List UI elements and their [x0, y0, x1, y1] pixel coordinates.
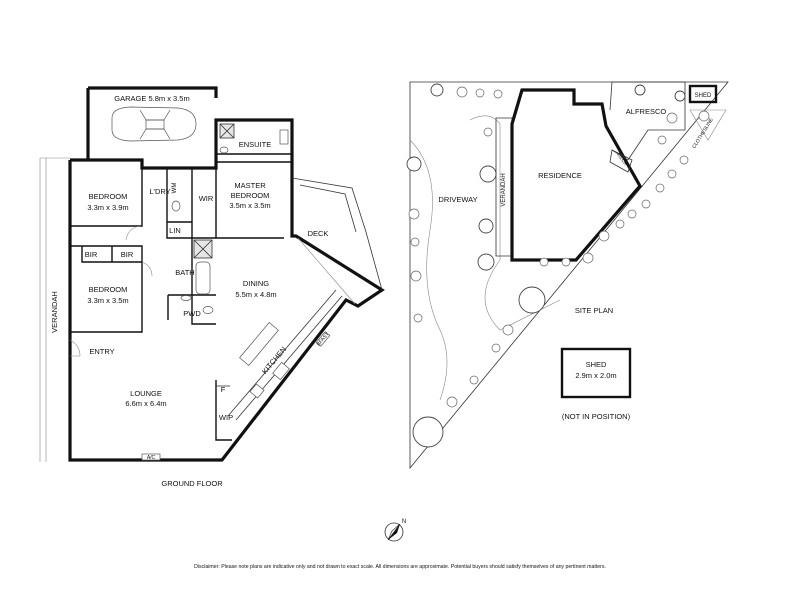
bedroom2-size: 3.3m x 3.5m [87, 296, 128, 305]
bir2-label: BIR [121, 250, 134, 259]
lot-boundary [409, 81, 729, 470]
detached-shed-note: (NOT IN POSITION) [562, 412, 631, 421]
wir-label: WIR [199, 194, 214, 203]
ensuite-vanity [279, 129, 289, 145]
pwd-walls [167, 294, 216, 320]
pwd-label: PWD [183, 309, 201, 318]
car-icon [111, 106, 197, 142]
cooktop [249, 383, 265, 399]
fridge-label: F [221, 385, 226, 394]
detached-shed-outline [560, 347, 632, 399]
bedroom1-walls [70, 168, 143, 227]
deck-edge [297, 237, 356, 305]
deck-label: DECK [308, 229, 329, 238]
master-label-2: BEDROOM [231, 191, 270, 200]
clothesline-outline [689, 109, 727, 141]
ac-unit [141, 453, 161, 461]
garage-walls [86, 86, 218, 160]
bedroom1-label: BEDROOM [89, 192, 128, 201]
residence-outline [510, 88, 642, 262]
dining-label: DINING [243, 279, 269, 288]
lounge-size: 6.6m x 6.4m [125, 399, 166, 408]
bedroom1-door-swing [125, 225, 141, 241]
master-size: 3.5m x 3.5m [229, 201, 270, 210]
bir1-label: BIR [85, 250, 98, 259]
house-outer-walls [68, 118, 385, 462]
pwd-basin [180, 295, 192, 301]
kitchen-island [239, 322, 279, 366]
wip-walls [215, 380, 232, 441]
verandah-strip [39, 157, 70, 462]
compass-north: N [402, 519, 406, 525]
bedroom1-size: 3.3m x 3.9m [87, 203, 128, 212]
ground-floor-plan: GARAGE 5.8m x 3.5m ENSUITE BEDROOM 3.3m … [39, 86, 385, 488]
dining-size: 5.5m x 4.8m [235, 290, 276, 299]
compass-icon: N [384, 519, 406, 542]
site-plan-title: SITE PLAN [575, 306, 613, 315]
lounge-label: LOUNGE [130, 389, 162, 398]
bir-walls [81, 246, 142, 263]
wm-label: WM [172, 183, 178, 194]
detached-shed-size: 2.9m x 2.0m [575, 371, 616, 380]
bfast-bench [315, 331, 331, 347]
site-verandah-label: VERANDAH [501, 173, 507, 206]
ground-floor-title: GROUND FLOOR [161, 479, 223, 488]
master-label: MASTER [234, 181, 266, 190]
laundry-label: L'DRY [149, 187, 170, 196]
ensuite-toilet [219, 146, 229, 154]
site-shed-label: SHED [695, 93, 712, 99]
bedroom2-label: BEDROOM [89, 285, 128, 294]
deck-outline [291, 177, 383, 291]
wip-label: WIP [219, 413, 233, 422]
lin-label: LIN [169, 226, 181, 235]
laundry-tub [171, 200, 181, 212]
site-plan: RESIDENCE DRIVEWAY VERANDAH ALFRESCO SHE… [406, 81, 729, 470]
detached-shed-label: SHED [586, 360, 607, 369]
site-vegetation [406, 83, 710, 448]
site-shed [688, 84, 718, 104]
pwd-toilet [202, 306, 214, 314]
residence-label: RESIDENCE [538, 171, 582, 180]
kitchen-bench [227, 289, 343, 421]
verandah-label: VERANDAH [50, 291, 59, 333]
detached-shed: SHED 2.9m x 2.0m (NOT IN POSITION) [560, 347, 632, 421]
disclaimer-text: Disclaimer: Please note plans are indica… [194, 564, 606, 570]
bathtub [195, 261, 211, 295]
garage-label: GARAGE 5.8m x 3.5m [114, 94, 189, 103]
ac-label: A/C [147, 455, 156, 461]
bedroom2-door-swing [141, 261, 153, 277]
kitchen-sink [272, 361, 290, 381]
entry-door-swing [69, 339, 81, 357]
alfresco-outline [609, 81, 686, 161]
bedroom2-walls [70, 245, 143, 333]
ensuite-label: ENSUITE [239, 140, 272, 149]
driveway-edge-right [469, 115, 561, 331]
driveway-edge-left [409, 139, 448, 401]
alfresco-label: ALFRESCO [626, 107, 667, 116]
bath-label: BATH [175, 268, 194, 277]
driveway-label: DRIVEWAY [438, 195, 477, 204]
entry-label: ENTRY [89, 347, 114, 356]
ensuite-walls [215, 120, 292, 163]
site-deck [609, 149, 633, 173]
